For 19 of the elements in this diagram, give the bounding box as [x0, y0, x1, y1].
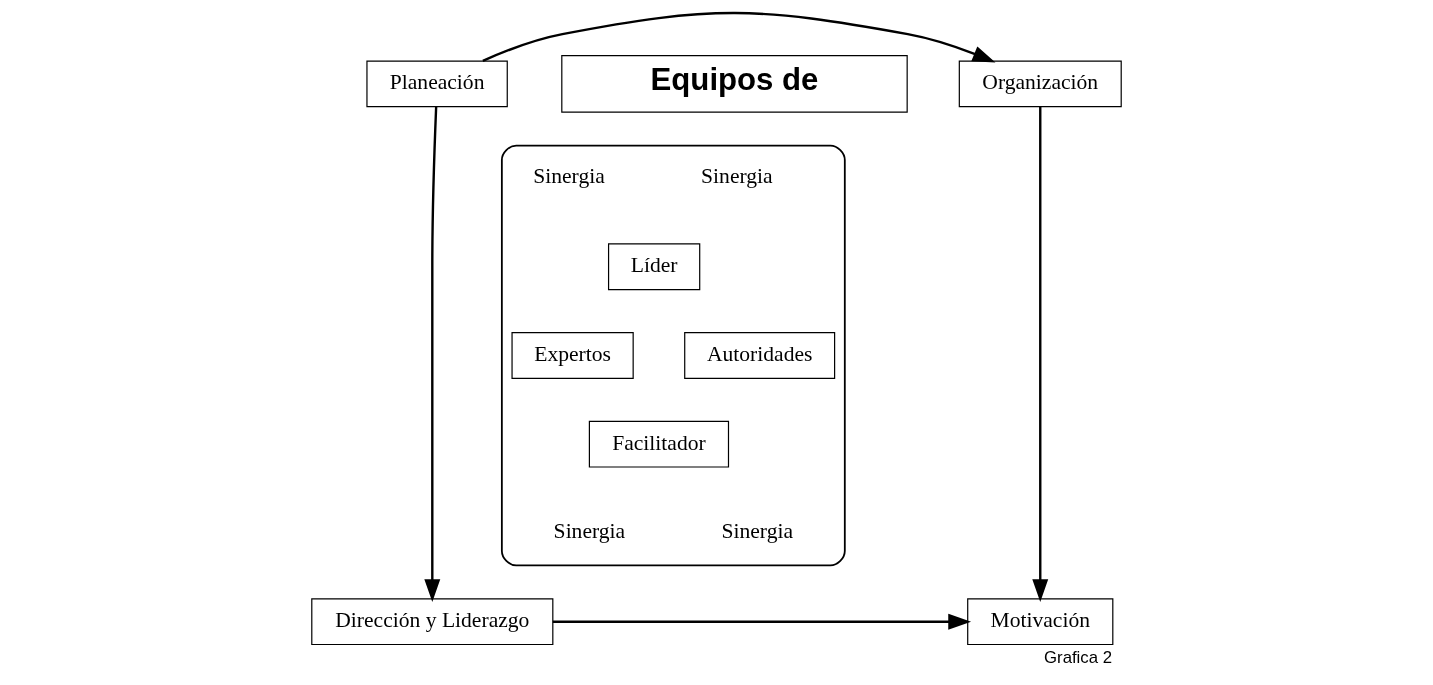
- arrow: [552, 613, 972, 630]
- node-box: Equipos de: [561, 55, 908, 113]
- node-box: Autoridades: [684, 332, 836, 379]
- node-box: Facilitador: [588, 420, 730, 468]
- node-box: Líder: [608, 243, 701, 291]
- node-box: Dirección y Liderazgo: [311, 598, 554, 646]
- caption: Grafica 2: [1044, 647, 1113, 667]
- arrow: [1032, 106, 1049, 603]
- label: Sinergia: [721, 519, 794, 544]
- arrow: [424, 106, 441, 603]
- label: Sinergia: [701, 164, 773, 189]
- arrow: [482, 11, 996, 63]
- label: Sinergia: [553, 519, 626, 544]
- node-box: Planeación: [366, 60, 508, 108]
- node-box: Expertos: [511, 332, 634, 379]
- node-box: Organización: [958, 60, 1122, 108]
- label: Sinergia: [533, 164, 605, 189]
- cluster: [500, 144, 846, 567]
- node-box: Motivación: [967, 598, 1114, 646]
